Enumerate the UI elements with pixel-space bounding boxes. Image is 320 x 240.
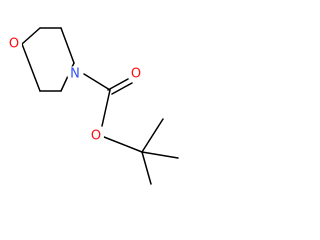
- svg-text:O: O: [91, 129, 101, 144]
- bond-c2-n: [60, 27, 75, 64]
- svg-text:O: O: [131, 67, 141, 82]
- atom-n-ring: N: [67, 66, 83, 82]
- bond-o-ring-c1: [21, 27, 41, 45]
- svg-text:N: N: [70, 67, 80, 82]
- atom-o-ester: O: [88, 128, 104, 144]
- bond-carbonyl-double-b: [111, 82, 133, 95]
- bond-quaternary-c-methyl-top: [141, 118, 164, 153]
- bond-n-carbonyl-c: [83, 73, 111, 91]
- bond-carbonyl-double-a: [107, 78, 129, 91]
- bond-quaternary-c-methyl-right: [141, 151, 179, 159]
- tert-butyl-morpholine-carboxylate-structure: O N O O: [6, 27, 179, 185]
- svg-text:O: O: [9, 37, 19, 52]
- bond-o-ester-quaternary-c: [103, 136, 143, 153]
- bond-c4-o-ring: [21, 43, 41, 92]
- atom-o-ring: O: [6, 36, 22, 52]
- bond-quaternary-c-methyl-bottom: [141, 151, 152, 185]
- atom-o-carbonyl: O: [128, 66, 144, 82]
- bond-carbonyl-c-o-ester: [101, 89, 111, 127]
